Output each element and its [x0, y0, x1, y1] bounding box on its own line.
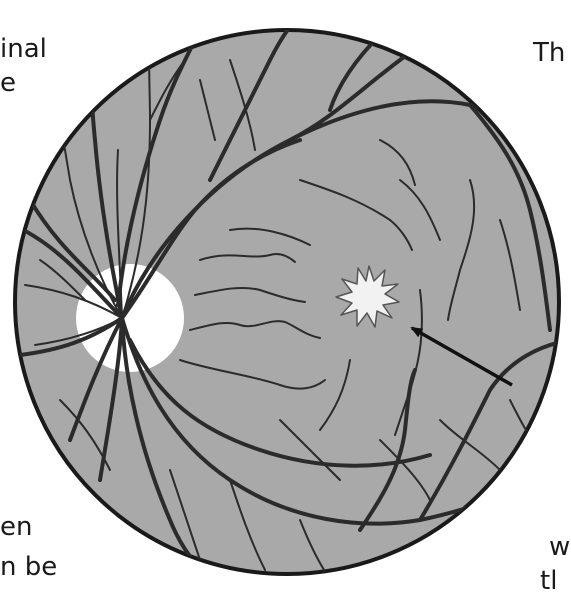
retina-diagram — [0, 0, 571, 579]
optic-disc — [76, 264, 184, 372]
